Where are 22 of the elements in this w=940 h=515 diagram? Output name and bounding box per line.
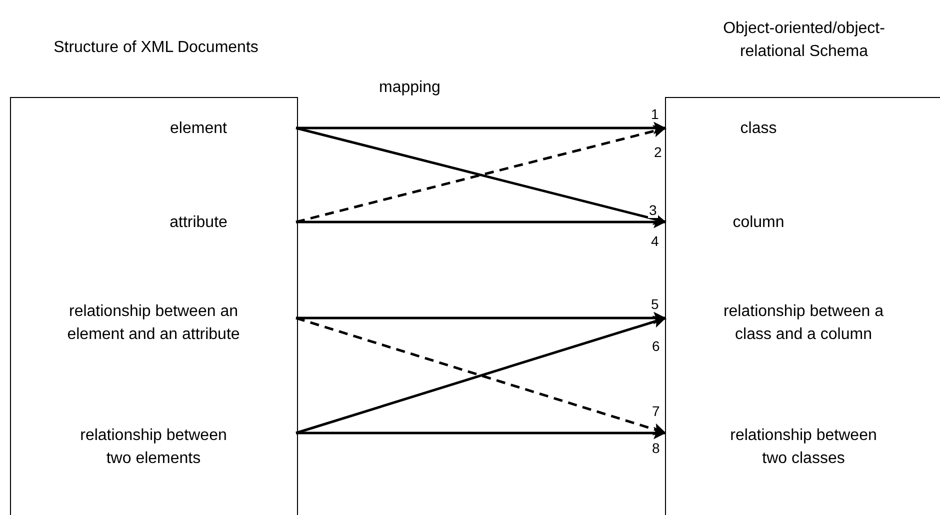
item-label: relationship between two classes bbox=[729, 426, 878, 469]
item-label: relationship between an element and an attribute bbox=[66, 302, 241, 345]
edge-label: 2 bbox=[653, 144, 663, 160]
edge-label: 5 bbox=[650, 296, 660, 312]
item-label: element bbox=[169, 118, 228, 138]
edge-label: 7 bbox=[651, 403, 661, 419]
item-label: attribute bbox=[168, 212, 228, 232]
edge-label: 8 bbox=[651, 440, 661, 456]
item-label: column bbox=[732, 212, 786, 232]
item-label: class bbox=[739, 118, 778, 138]
arrow bbox=[296, 426, 666, 440]
panel-heading: Structure of XML Documents bbox=[52, 38, 260, 58]
edge-label: 4 bbox=[650, 233, 660, 249]
edge-label: 1 bbox=[650, 106, 660, 122]
item-label: relationship between two elements bbox=[79, 426, 228, 469]
arrow bbox=[296, 312, 666, 324]
panel-heading: Object-oriented/object-relational Schema bbox=[722, 19, 886, 62]
item-label: relationship between a class and a column bbox=[722, 302, 885, 345]
edge-label: 6 bbox=[651, 338, 661, 354]
arrow bbox=[296, 122, 666, 134]
connector-caption: mapping bbox=[379, 78, 440, 98]
edge-label: 3 bbox=[648, 202, 658, 218]
